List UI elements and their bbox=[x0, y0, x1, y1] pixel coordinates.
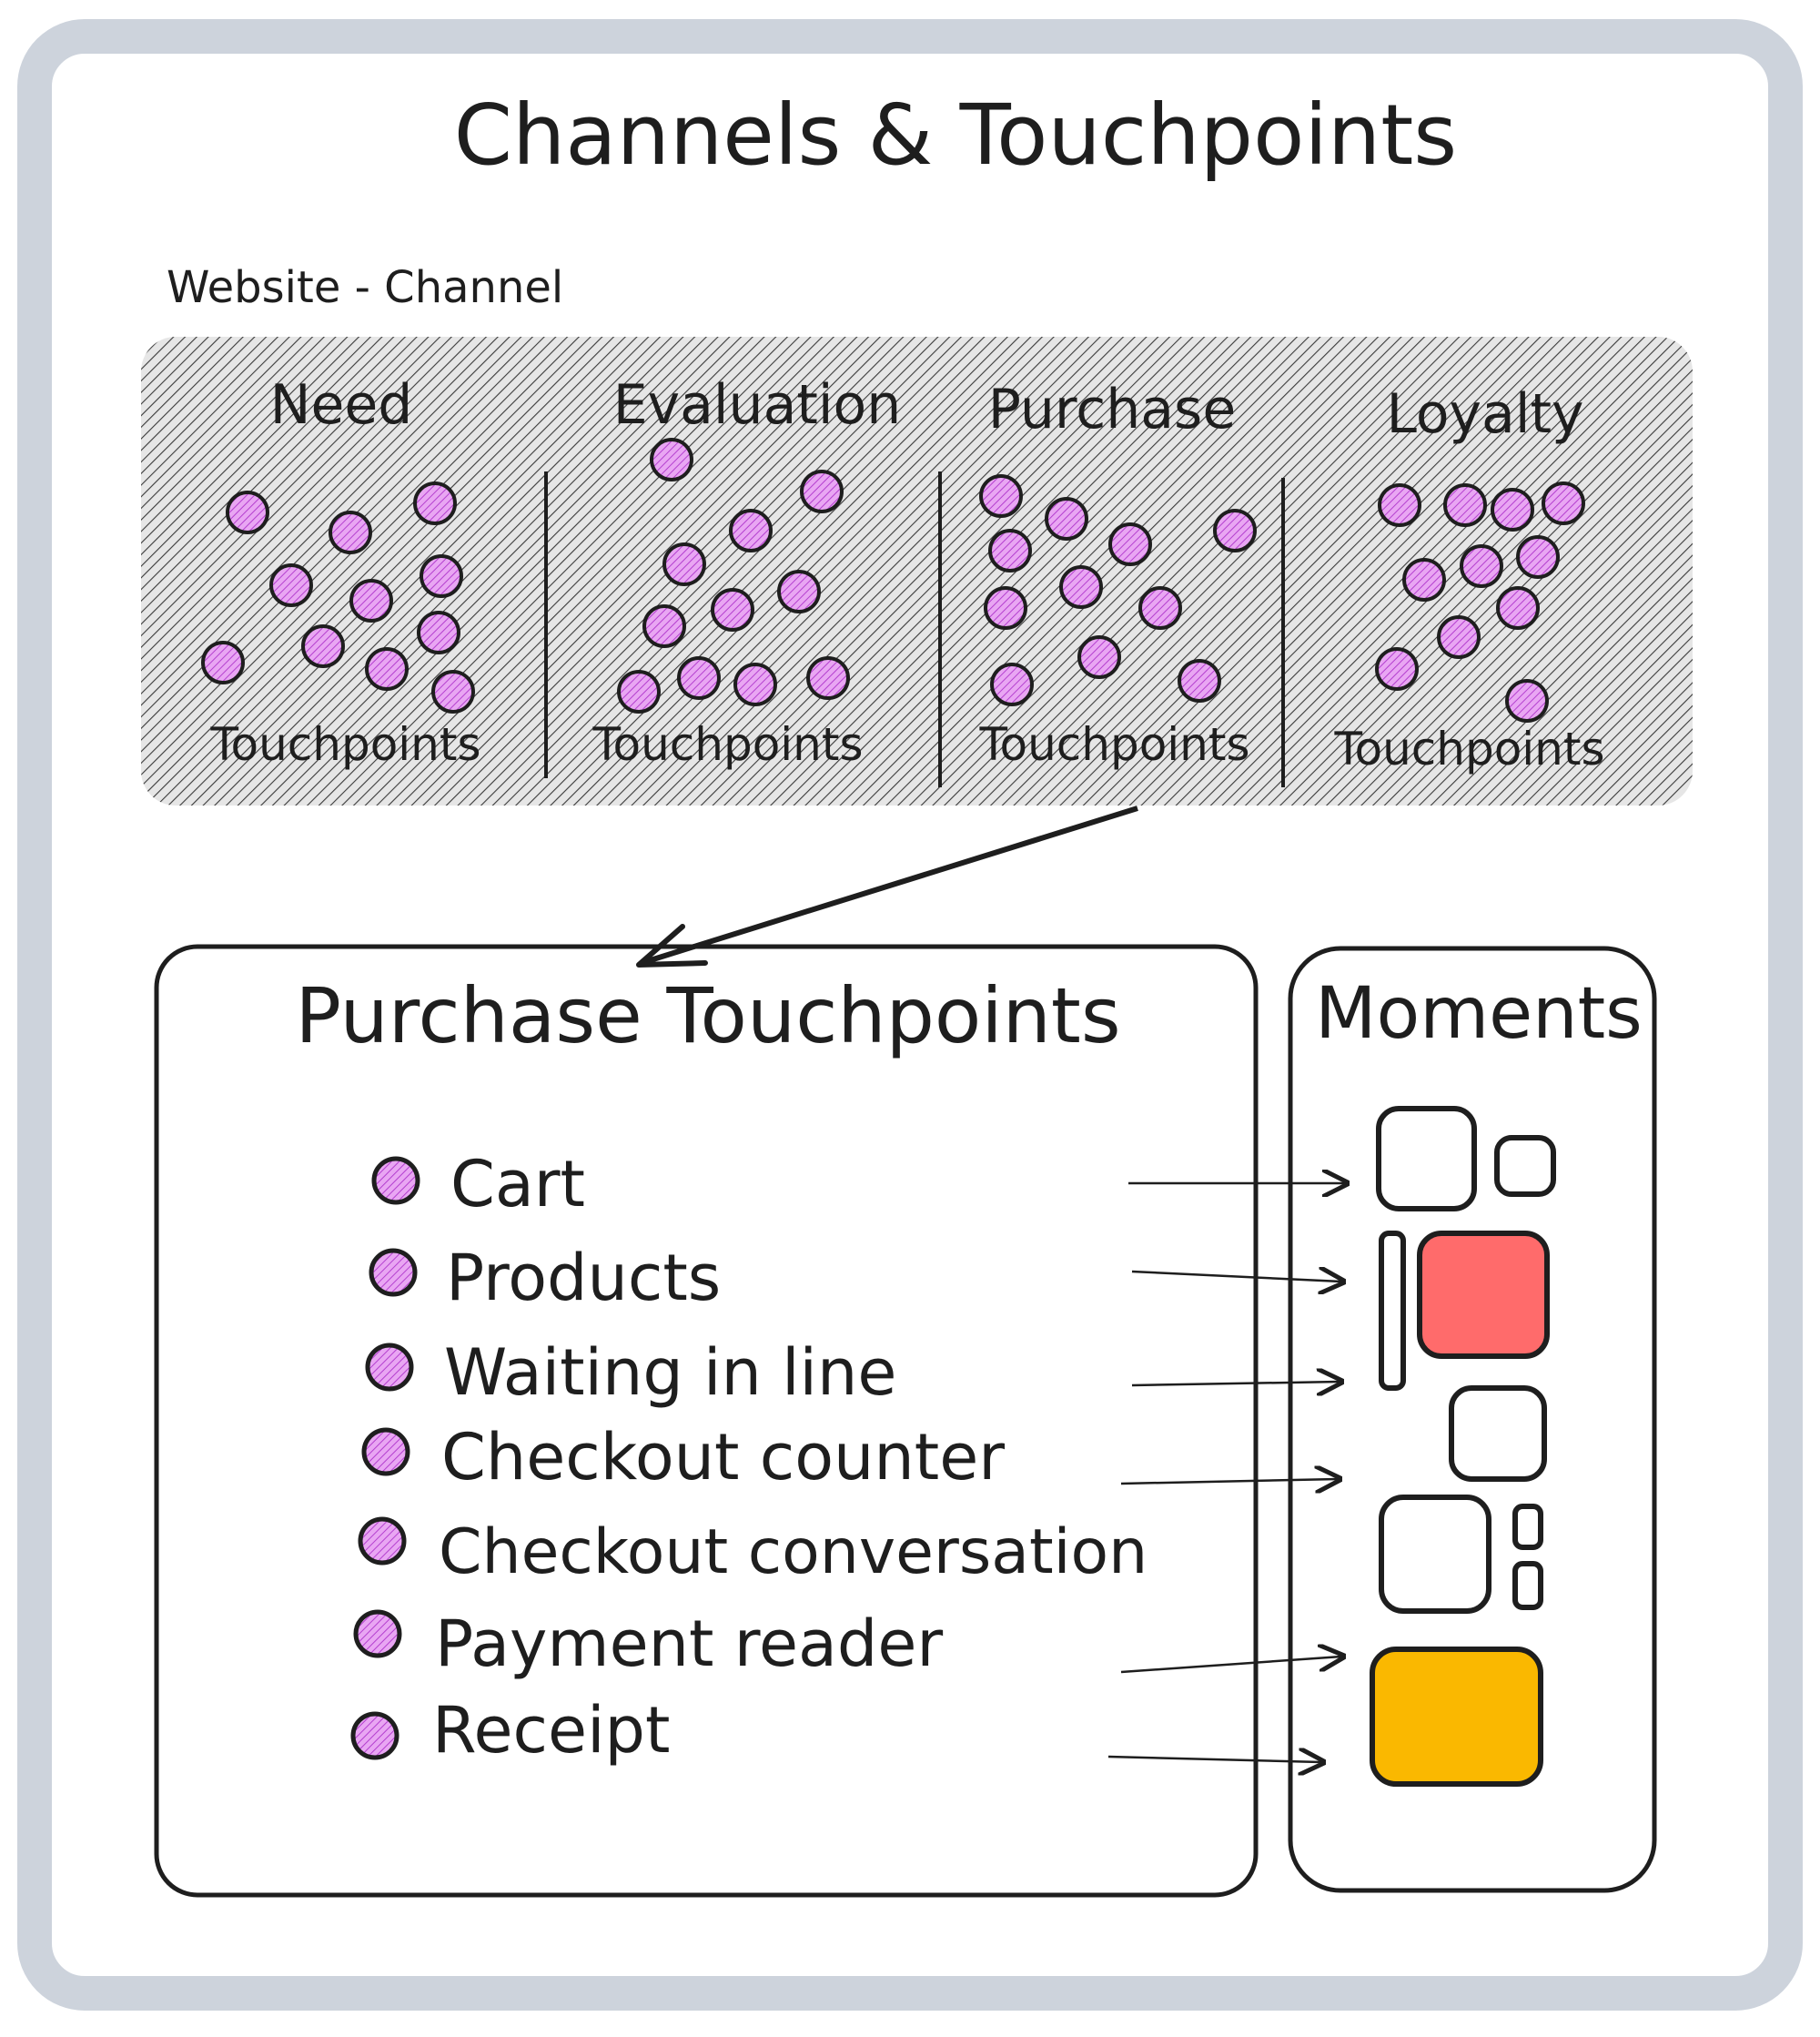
touchpoint-dot bbox=[1491, 488, 1534, 532]
bullet-dot bbox=[361, 1427, 410, 1476]
touchpoint-dot bbox=[1077, 635, 1121, 679]
touchpoint-dot bbox=[1443, 483, 1487, 527]
touchpoint-dot bbox=[800, 470, 844, 513]
channel-label: Website - Channel bbox=[167, 262, 563, 313]
touchpoint-dot bbox=[642, 604, 686, 648]
touchpoint-dot bbox=[1496, 586, 1540, 630]
touchpoint-dot bbox=[269, 563, 313, 607]
touchpoint-dot bbox=[417, 611, 460, 654]
bullet-dot bbox=[365, 1343, 414, 1392]
purchase-item: Checkout conversation bbox=[439, 1516, 1148, 1588]
connector-arrowhead bbox=[636, 924, 708, 968]
touchpoint-dot bbox=[1213, 509, 1257, 552]
purchase-panel bbox=[154, 944, 1259, 1898]
moments-panel bbox=[1288, 946, 1657, 1893]
touchpoint-dot bbox=[1059, 565, 1103, 609]
stage-purchase-title: Purchase bbox=[988, 378, 1236, 441]
touchpoint-dot bbox=[984, 586, 1027, 630]
moment-block bbox=[1512, 1504, 1543, 1550]
touchpoint-dot bbox=[617, 670, 661, 714]
touchpoint-dot bbox=[1460, 544, 1503, 588]
purchase-item: Waiting in line bbox=[444, 1335, 896, 1410]
touchpoint-dot bbox=[420, 554, 463, 598]
bullet-dot bbox=[371, 1156, 420, 1205]
touchpoint-dot bbox=[777, 570, 821, 613]
touchpoint-dot bbox=[365, 647, 409, 691]
touchpoint-dot bbox=[711, 588, 754, 632]
touchpoint-dot bbox=[226, 491, 269, 534]
channel-band bbox=[141, 337, 1693, 806]
moment-bar bbox=[1379, 1231, 1406, 1391]
purchase-item: Payment reader bbox=[435, 1606, 943, 1681]
touchpoint-dot bbox=[1108, 522, 1152, 566]
moment-block bbox=[1376, 1106, 1477, 1211]
stage-evaluation-footer: Touchpoints bbox=[592, 718, 863, 771]
purchase-item: Checkout counter bbox=[441, 1420, 1005, 1495]
touchpoint-dot bbox=[650, 438, 693, 481]
bullet-dot bbox=[369, 1248, 418, 1297]
moment-block bbox=[1449, 1385, 1547, 1482]
touchpoint-dot bbox=[990, 663, 1034, 706]
touchpoint-dots bbox=[201, 438, 1585, 723]
purchase-panel-title: Purchase Touchpoints bbox=[295, 971, 1120, 1060]
touchpoint-dot bbox=[301, 624, 345, 668]
touchpoint-dot bbox=[1378, 483, 1421, 527]
connector-arrow bbox=[641, 806, 1138, 966]
moment-block-red bbox=[1417, 1231, 1550, 1359]
touchpoint-dot bbox=[988, 529, 1032, 573]
stage-loyalty-footer: Touchpoints bbox=[1333, 723, 1604, 775]
touchpoint-dot bbox=[1138, 586, 1182, 630]
bullet-dot bbox=[350, 1711, 399, 1760]
touchpoint-dot bbox=[1437, 615, 1481, 659]
moment-block bbox=[1494, 1135, 1556, 1197]
moment-block bbox=[1379, 1495, 1491, 1614]
stage-need-footer: Touchpoints bbox=[209, 718, 480, 771]
touchpoint-dot bbox=[806, 656, 850, 700]
touchpoint-dot bbox=[1505, 679, 1549, 723]
touchpoint-dot bbox=[1542, 481, 1585, 525]
touchpoint-dot bbox=[1178, 659, 1221, 703]
page-title: Channels & Touchpoints bbox=[454, 86, 1457, 184]
purchase-item-list: Cart Products Waiting in line Checkout c… bbox=[350, 1147, 1148, 1768]
bullet-dot bbox=[358, 1516, 407, 1566]
stage-loyalty-title: Loyalty bbox=[1386, 382, 1583, 446]
touchpoint-dot bbox=[662, 542, 706, 586]
touchpoint-dot bbox=[1516, 535, 1560, 579]
touchpoint-dot bbox=[1045, 497, 1088, 541]
touchpoint-dot bbox=[431, 670, 475, 714]
touchpoint-dot bbox=[733, 663, 777, 706]
touchpoint-dot bbox=[979, 474, 1023, 518]
touchpoint-dot bbox=[349, 579, 393, 623]
moments-panel-title: Moments bbox=[1315, 973, 1643, 1055]
purchase-item: Receipt bbox=[432, 1693, 670, 1768]
bullet-dot bbox=[353, 1609, 402, 1658]
touchpoint-dot bbox=[729, 509, 773, 552]
touchpoint-dot bbox=[1375, 647, 1419, 691]
moment-block-yellow bbox=[1370, 1647, 1543, 1787]
moment-block bbox=[1512, 1561, 1543, 1610]
purchase-item: Cart bbox=[450, 1147, 585, 1221]
purchase-item: Products bbox=[446, 1241, 721, 1315]
item-moment-arrows bbox=[1107, 1183, 1345, 1762]
stage-purchase-footer: Touchpoints bbox=[978, 718, 1249, 771]
stage-evaluation-title: Evaluation bbox=[613, 373, 902, 437]
touchpoint-dot bbox=[413, 481, 457, 525]
stage-need-title: Need bbox=[270, 373, 413, 437]
touchpoint-dot bbox=[677, 656, 721, 700]
touchpoint-dot bbox=[1402, 558, 1446, 602]
touchpoint-dot bbox=[201, 641, 245, 684]
touchpoint-dot bbox=[329, 511, 372, 554]
